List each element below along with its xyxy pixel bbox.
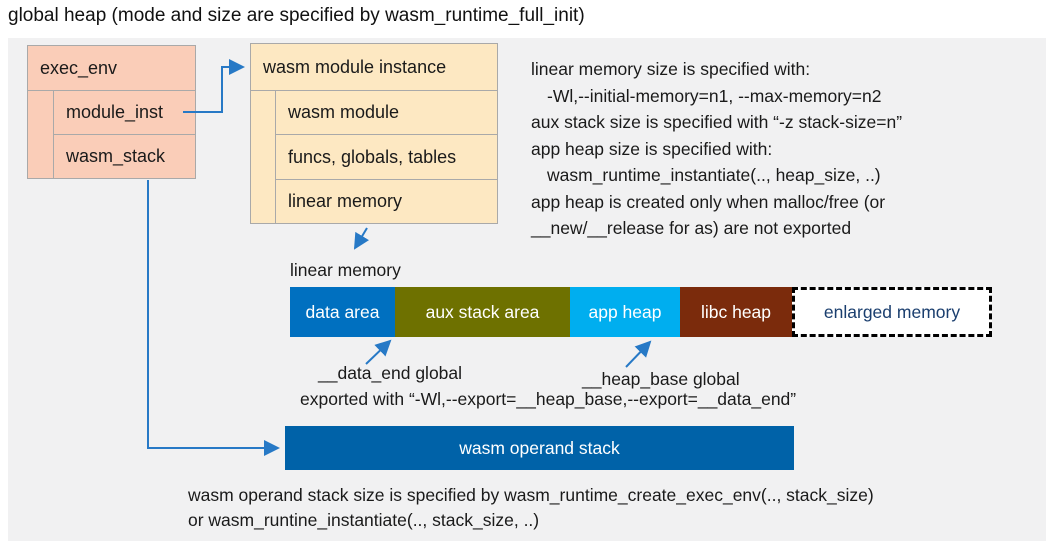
wasm-stack-label: wasm_stack — [66, 146, 166, 166]
segment-app-heap: app heap — [570, 287, 680, 337]
linear-memory-cell-box: linear memory — [275, 179, 498, 224]
module-instance-label: wasm module instance — [263, 57, 447, 77]
note-line: wasm_runtime_instantiate(.., heap_size, … — [547, 165, 881, 185]
segment-data-area: data area — [290, 287, 395, 337]
export-flags-label: exported with “-Wl,--export=__heap_base,… — [300, 389, 797, 409]
note-line: app heap is created only when malloc/fre… — [531, 191, 886, 212]
operand-stack-note-line2: or wasm_runtine_instantiate(.., stack_si… — [188, 510, 540, 530]
size-notes-block: linear memory size is specified with: -W… — [531, 56, 902, 242]
segment-aux-stack-area: aux stack area — [395, 287, 570, 337]
operand-stack-note-line1: wasm operand stack size is specified by … — [188, 485, 874, 505]
wasm-stack-box: wasm_stack — [53, 134, 196, 179]
funcs-globals-tables-label: funcs, globals, tables — [288, 147, 457, 167]
note-line: aux stack size is specified with “-z sta… — [531, 112, 903, 132]
exec-env-label: exec_env — [40, 58, 118, 78]
module-inst-box: module_inst — [53, 90, 196, 135]
data-end-global-label: __data_end global — [318, 363, 463, 383]
note-line: app heap size is specified with: — [531, 138, 773, 159]
funcs-globals-tables-box: funcs, globals, tables — [275, 134, 498, 180]
note-line: __new/__release for as) are not exported — [531, 218, 852, 238]
wasm-module-box: wasm module — [275, 90, 498, 135]
segment-enlarged-memory: enlarged memory — [792, 287, 992, 337]
note-line: -Wl,--initial-memory=n1, --max-memory=n2 — [547, 85, 882, 106]
wasm-module-label: wasm module — [288, 102, 400, 122]
linear-memory-bar-title: linear memory — [290, 260, 401, 280]
diagram-title: global heap (mode and size are specified… — [8, 5, 585, 26]
segment-libc-heap: libc heap — [680, 287, 792, 337]
heap-base-global-label: __heap_base global — [582, 369, 740, 389]
linear-memory-cell-label: linear memory — [288, 191, 403, 211]
note-line: linear memory size is specified with: — [531, 59, 811, 79]
wasm-operand-stack-bar: wasm operand stack — [285, 426, 794, 470]
module-inst-label: module_inst — [66, 102, 164, 122]
